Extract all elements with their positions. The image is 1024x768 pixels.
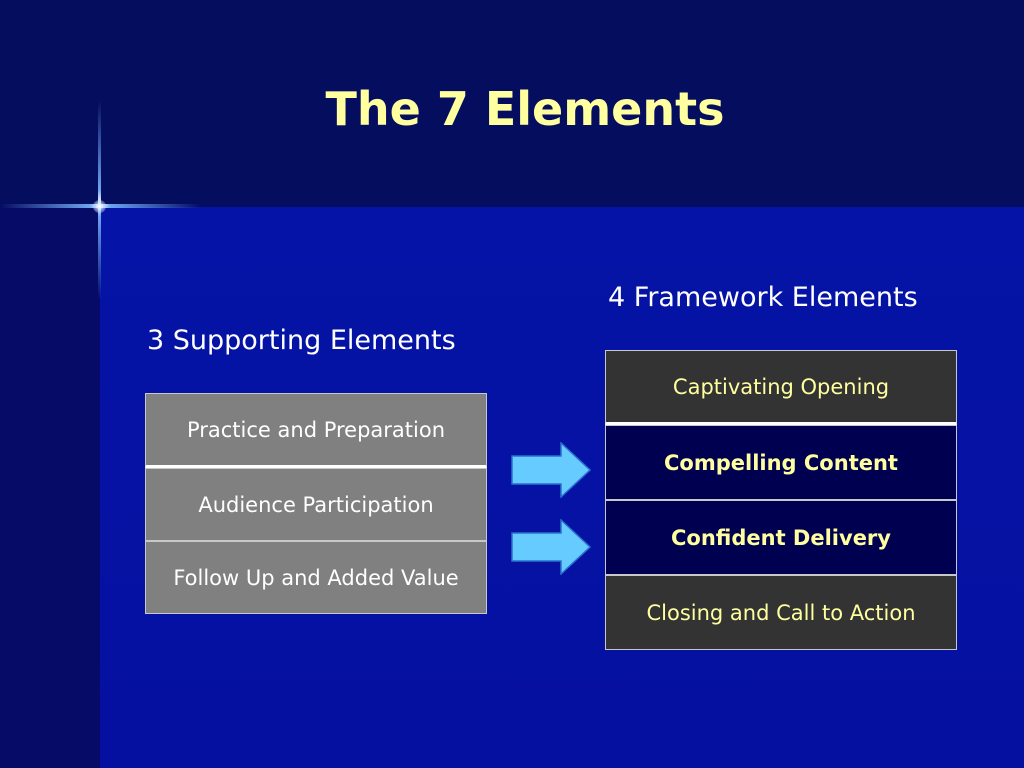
background-left-band: [0, 207, 100, 768]
framework-item-delivery: Confident Delivery: [605, 500, 957, 575]
framework-item-opening: Captivating Opening: [605, 350, 957, 425]
framework-elements-heading: 4 Framework Elements: [608, 282, 918, 313]
supporting-item-participation: Audience Participation: [145, 468, 487, 541]
background-top-band: [0, 0, 1024, 207]
supporting-item-practice: Practice and Preparation: [145, 393, 487, 468]
right-arrow-icon: [511, 442, 591, 498]
framework-item-closing: Closing and Call to Action: [605, 575, 957, 650]
framework-elements-table: Captivating Opening Compelling Content C…: [605, 350, 957, 650]
supporting-elements-table: Practice and Preparation Audience Partic…: [145, 393, 487, 614]
sparkle-icon: [93, 200, 106, 213]
supporting-elements-heading: 3 Supporting Elements: [147, 325, 456, 356]
slide-title: The 7 Elements: [325, 82, 725, 136]
framework-item-content: Compelling Content: [605, 425, 957, 500]
supporting-item-follow-up: Follow Up and Added Value: [145, 541, 487, 614]
right-arrow-icon: [511, 519, 591, 575]
